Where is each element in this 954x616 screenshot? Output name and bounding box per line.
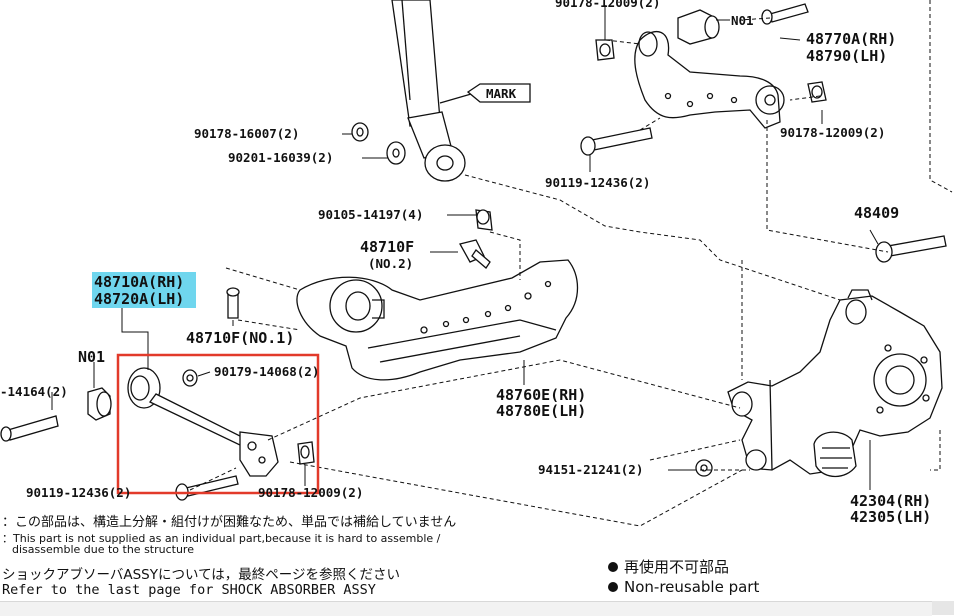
note-en-shock-ref: Refer to the last page for SHOCK ABSORBE…	[2, 582, 376, 598]
crossmember-bolt	[475, 209, 493, 231]
top-nut	[595, 39, 615, 61]
label-mark: MARK	[486, 86, 517, 101]
lateral-link-bushing	[87, 387, 112, 421]
label-90119-12436-top: 90119-12436(2)	[545, 175, 650, 190]
non-reusable-dot-icon	[608, 562, 618, 572]
note-jp-not-supplied: ：この部品は、構造上分解・組付けが困難なため、単品では補給していません	[2, 515, 457, 530]
solid-leaders	[51, 5, 879, 490]
label-90178-12009-right: 90178-12009(2)	[780, 125, 885, 140]
label-94151-21241: 94151-21241(2)	[538, 462, 643, 477]
right-nut	[807, 81, 827, 103]
label-48720a: 48720A(LH)	[94, 290, 184, 308]
label-48409: 48409	[854, 204, 899, 222]
label-90178-12009-top: 90178-12009(2)	[555, 0, 660, 10]
knuckle-bolt	[875, 235, 947, 263]
shock-absorber	[391, 0, 500, 182]
top-right-bolt	[761, 3, 809, 25]
legend-jp: 再使用不可部品	[608, 556, 729, 577]
legend-en-label: Non-reusable part	[624, 578, 760, 596]
label-48770a: 48770A(RH)	[806, 30, 896, 48]
part-number-highlight	[92, 272, 196, 308]
lower-arm-bolt-no1	[226, 287, 240, 319]
label-48710f-no2: (NO.2)	[368, 256, 413, 271]
lateral-link-nut	[182, 369, 198, 387]
lateral-link-bolt	[175, 475, 239, 501]
lateral-link	[127, 367, 279, 477]
upper-arm-bolt	[580, 127, 653, 156]
lower-control-arm	[296, 259, 579, 381]
label-48710f-no1: 48710F(NO.1)	[186, 329, 294, 347]
dashed-leaders	[189, 0, 953, 527]
legend-jp-label: 再使用不可部品	[624, 558, 730, 576]
label-48780e: 48780E(LH)	[496, 402, 586, 420]
non-reusable-dot-icon	[608, 582, 618, 592]
label-90201-16039: 90201-16039(2)	[228, 150, 333, 165]
lower-arm-bolt-no2	[459, 239, 491, 269]
label-n01-left: N01	[78, 348, 105, 366]
lateral-link-end-nut	[297, 441, 315, 465]
label-48760e: 48760E(RH)	[496, 386, 586, 404]
label-48790: 48790(LH)	[806, 47, 887, 65]
steering-knuckle	[727, 289, 943, 478]
label-n01-top: N01	[731, 13, 754, 28]
label-90105-14197: 90105-14197(4)	[318, 207, 423, 222]
note-en-not-supplied-1: ：This part is not supplied as an individ…	[2, 532, 441, 545]
mark-tag	[466, 83, 531, 103]
label-42304: 42304(RH)	[850, 492, 931, 510]
selection-box[interactable]	[116, 353, 320, 495]
knuckle-nut	[695, 459, 713, 477]
scrollbar-corner	[932, 601, 954, 615]
upper-arm	[634, 31, 785, 129]
horizontal-scrollbar[interactable]	[0, 601, 932, 616]
label-90119-12436-bottom: 90119-12436(2)	[26, 485, 131, 500]
note-jp-shock-ref: ショックアブソーバASSYについては，最終ページを参照ください	[2, 567, 401, 583]
label-90178-12009-bottom: 90178-12009(2)	[258, 485, 363, 500]
label-42305: 42305(LH)	[850, 508, 931, 526]
label-48710f: 48710F	[360, 238, 414, 256]
label-90179-14068: 90179-14068(2)	[214, 364, 319, 379]
legend-en: Non-reusable part	[608, 578, 759, 596]
label-48710a: 48710A(RH)	[94, 273, 184, 291]
shock-nut	[351, 122, 369, 142]
shock-washer	[386, 141, 406, 165]
note-en-not-supplied-2: disassemble due to the structure	[12, 543, 194, 556]
upper-bushing	[677, 9, 720, 45]
label-90178-16007: 90178-16007(2)	[194, 126, 299, 141]
label-14164: -14164(2)	[0, 384, 68, 399]
left-bolt	[0, 415, 59, 442]
